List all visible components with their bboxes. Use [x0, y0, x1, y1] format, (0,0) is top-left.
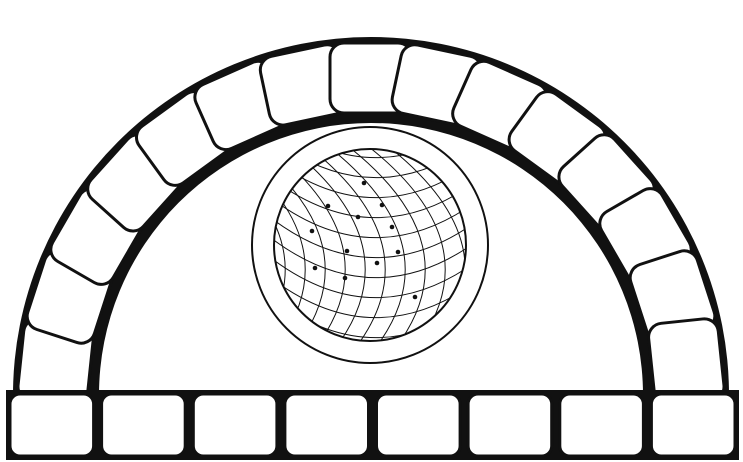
pizza-topping-dot	[413, 295, 418, 300]
floor-block	[10, 394, 94, 456]
pizza-topping-dot	[310, 229, 315, 234]
pizza-topping-dot	[380, 203, 385, 208]
floor-block	[285, 394, 369, 456]
pizza-topping-dot	[343, 276, 348, 281]
floor-block	[560, 394, 644, 456]
floor-block	[193, 394, 277, 456]
pizza-topping-dot	[356, 215, 361, 220]
pizza-topping-dot	[345, 249, 350, 254]
pizza-topping-dot	[326, 204, 331, 209]
pizza-topping-dot	[362, 181, 367, 186]
floor-block	[651, 394, 735, 456]
floor-block	[468, 394, 552, 456]
pizza-topping-dot	[390, 225, 395, 230]
floor-block	[377, 394, 461, 456]
pizza-topping-dot	[313, 266, 318, 271]
pizza-topping-dot	[375, 261, 380, 266]
pizza-topping-dot	[396, 250, 401, 255]
floor-block	[102, 394, 186, 456]
floor-blocks	[6, 390, 739, 460]
